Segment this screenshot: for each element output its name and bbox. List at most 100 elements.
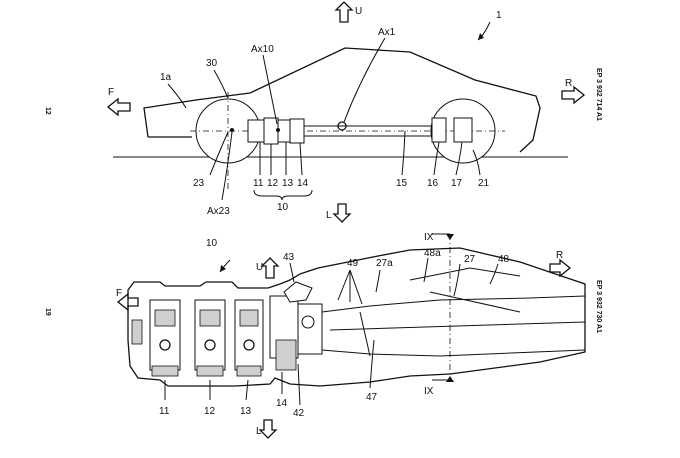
shaft-27-lower (321, 349, 586, 357)
arrow-up-u-bottom (260, 257, 280, 279)
leader-ax1 (343, 37, 386, 123)
label-23: 23 (193, 178, 205, 189)
label-b13: 13 (240, 406, 252, 417)
coupling (297, 303, 323, 355)
ax10-point (276, 128, 280, 132)
housing-outline (127, 247, 586, 387)
label-b-u: U (256, 262, 263, 273)
top-figure: U F R L 1 1a 30 Ax10 Ax1 23 Ax23 11 12 1… (44, 1, 602, 223)
block-13 (277, 119, 291, 143)
label-b42: 42 (293, 408, 305, 419)
label-b12: 12 (204, 406, 216, 417)
block-17 (453, 117, 473, 143)
shaft-centerline (329, 321, 586, 331)
leader-1a (167, 83, 187, 109)
label-b-r: R (556, 250, 563, 261)
label-13: 13 (282, 178, 294, 189)
gear-42 (275, 339, 297, 371)
leader-b27a (375, 269, 381, 293)
label-1a: 1a (160, 72, 172, 83)
motor-11-core (154, 309, 176, 327)
leader-b49 (337, 269, 363, 305)
car-body-outline (143, 47, 541, 153)
block-16 (431, 117, 447, 143)
ax23-point (230, 128, 234, 132)
block-14 (289, 118, 305, 144)
arrowhead-b10 (220, 265, 226, 272)
part-47-edge (359, 311, 371, 357)
label-ix-top: IX (424, 232, 434, 243)
bottom-figure: 10 U F R L 43 49 27a IX 48a 27 48 IX 11 … (44, 232, 602, 439)
ax1-joint (337, 121, 347, 131)
label-l: L (326, 210, 332, 221)
section-ix-arrow-top (446, 234, 454, 240)
label-b43: 43 (283, 252, 295, 263)
motor-11-base (151, 365, 179, 377)
label-10: 10 (277, 202, 289, 213)
arrow-right-r-bottom (549, 258, 572, 278)
shaft-27-upper (321, 295, 586, 313)
block-12 (263, 117, 279, 145)
label-u: U (355, 6, 362, 17)
leader-b42 (297, 363, 301, 406)
leader-23 (209, 131, 229, 176)
label-b10: 10 (206, 238, 218, 249)
leader-16 (433, 141, 440, 176)
label-b11: 11 (159, 406, 170, 417)
arrow-left-f-bottom (116, 292, 139, 312)
arrow-down-l-bottom (258, 419, 278, 439)
end-plate-left (131, 319, 143, 345)
leader-b47 (369, 339, 375, 389)
brace-10 (253, 189, 313, 201)
label-b47: 47 (366, 392, 378, 403)
leader-b48 (489, 263, 499, 285)
arrowhead-1 (478, 33, 484, 40)
arrow-right-r (561, 85, 586, 105)
label-11: 11 (253, 178, 264, 189)
leader-b27 (453, 263, 461, 297)
label-b48a: 48a (424, 248, 441, 259)
leader-ax10 (262, 54, 278, 125)
side-ref-top: EP 3 932 714 A1 (595, 68, 602, 121)
leader-b43 (289, 262, 295, 283)
motor-13-core (239, 309, 259, 327)
motor-13-bearing (243, 339, 255, 351)
leader-14 (299, 142, 303, 176)
label-b-l: L (256, 426, 262, 437)
leader-b48a (423, 257, 429, 283)
motor-12-base (196, 365, 224, 377)
leader-15 (401, 130, 406, 176)
label-ax10: Ax10 (251, 44, 274, 55)
leader-17 (455, 141, 463, 176)
leader-b13 (245, 379, 249, 401)
coupling-hub (301, 315, 315, 329)
label-16: 16 (427, 178, 439, 189)
label-21: 21 (478, 178, 490, 189)
part-48a-edge (409, 267, 521, 281)
label-b-f: F (116, 288, 122, 299)
arrow-left-f (106, 97, 131, 117)
leader-ax23 (221, 131, 233, 201)
label-b49: 49 (347, 258, 359, 269)
label-17: 17 (451, 178, 463, 189)
propeller-shaft (304, 125, 432, 137)
label-b27: 27 (464, 254, 476, 265)
label-ref-1: 1 (496, 10, 502, 21)
label-12: 12 (267, 178, 279, 189)
motor-12-bearing (204, 339, 216, 351)
label-ax1: Ax1 (378, 27, 396, 38)
label-r: R (565, 78, 572, 89)
label-15: 15 (396, 178, 408, 189)
label-f: F (108, 87, 114, 98)
part-43 (283, 281, 313, 303)
motor-13-base (236, 365, 262, 377)
label-b14: 14 (276, 398, 288, 409)
section-ix-arrow-bottom (446, 376, 454, 382)
page-number-bottom: 19 (44, 308, 51, 316)
label-14: 14 (297, 178, 309, 189)
part-48-edge (429, 291, 521, 313)
block-11 (247, 119, 265, 143)
arrow-down-l (332, 203, 352, 223)
